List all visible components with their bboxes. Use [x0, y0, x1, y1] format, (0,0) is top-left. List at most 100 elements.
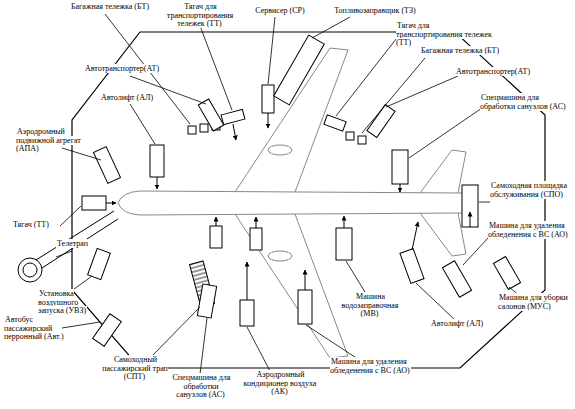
- vehicle-symbol: [150, 145, 164, 177]
- callout-label: Аэродромный подвижной агрегат (АПА): [16, 128, 100, 154]
- service-arrow: [268, 113, 269, 128]
- vehicle-symbol: [298, 290, 312, 324]
- callout-label: Топливозаправщик (ТЗ): [325, 7, 425, 16]
- vehicle-symbol: [198, 99, 223, 131]
- leader-line: [416, 283, 455, 320]
- telescopic-bridge: [42, 219, 118, 268]
- service-arrow: [256, 217, 257, 228]
- vehicle-symbol: [392, 150, 408, 184]
- leader-line: [463, 238, 488, 265]
- vehicle-symbol: [221, 109, 245, 124]
- vehicle-symbol: [88, 248, 111, 279]
- leader-line: [312, 17, 350, 38]
- label-text: Машина водозаправочная (МВ): [341, 292, 398, 318]
- service-arrow: [247, 262, 248, 300]
- vehicle-symbol: [346, 132, 354, 140]
- vehicle-symbol: [274, 35, 325, 105]
- aircraft-outline: [420, 213, 466, 256]
- service-arrow: [470, 212, 471, 227]
- callout-label: Машина водозаправочная (МВ): [334, 293, 406, 319]
- telescopic-bridge: [36, 211, 114, 260]
- telescopic-bridge: [23, 263, 37, 277]
- vehicle-symbol: [262, 85, 274, 113]
- vehicle-symbol: [462, 185, 478, 227]
- vehicle-symbol: [367, 104, 395, 137]
- label-text: Спецмашина для обработки санузлов (АС): [480, 93, 567, 111]
- vehicle-symbol: [493, 257, 520, 290]
- service-arrow: [400, 184, 401, 192]
- callout-label: Автолифт (АЛ): [100, 94, 170, 103]
- leader-line: [56, 14, 520, 374]
- aircraft-outline: [268, 251, 292, 261]
- label-text: Машина для удаления обледенения с ВС (АО…: [488, 221, 569, 239]
- callout-label: Автолифт (АЛ): [430, 320, 494, 329]
- label-text: Автолифт (АЛ): [100, 93, 154, 102]
- callout-label: Тягач для транспортирования тележек (ТТ): [396, 22, 494, 48]
- label-text: Спецмашина для обработки санузлов (АС): [171, 373, 230, 399]
- leader-line: [386, 76, 458, 107]
- apron-boundary: [72, 32, 545, 368]
- vehicle-symbol: [400, 249, 424, 284]
- vehicle-symbol: [200, 124, 208, 132]
- leader-line: [62, 148, 101, 160]
- callout-label: Машина для удаления обледенения с ВС (АО…: [488, 222, 572, 239]
- callout-label: Сервисер (СР): [245, 7, 315, 16]
- apron-boundary: [72, 32, 545, 368]
- callout-label: Тягач (ТТ): [12, 221, 62, 230]
- callout-label: Машина для уборки салонов (МУС): [498, 294, 572, 311]
- vehicle-symbol: [336, 228, 352, 260]
- vehicle-symbol: [250, 228, 262, 250]
- leader-line: [62, 322, 100, 328]
- aircraft-outline: [118, 191, 472, 215]
- service-arrow: [106, 113, 470, 300]
- leader-line: [479, 202, 490, 203]
- label-text: Автобус пассажирский перронный (Авт.): [4, 315, 65, 341]
- label-text: Автотранспортер(АТ): [84, 64, 160, 73]
- callout-label: Багажная тележка (БТ): [420, 47, 524, 56]
- vehicle-symbol: [240, 300, 254, 326]
- vehicle-symbol: [442, 261, 471, 297]
- callout-label: Автотранспортер(АТ): [455, 68, 555, 77]
- leader-line: [150, 307, 200, 358]
- label-text: Машина для уборки салонов (МУС): [498, 293, 568, 311]
- leader-line: [346, 261, 365, 292]
- label-text: Аэродромный кондиционер воздуха (АК): [244, 370, 317, 396]
- label-text: Установка воздушного запуска (УВЗ): [38, 289, 87, 315]
- vehicle-symbol: [93, 147, 120, 184]
- callout-label: Установка воздушного запуска (УВЗ): [38, 290, 104, 316]
- service-arrow: [106, 203, 116, 204]
- callout-label: Спецмашина для обработки санузлов (АС): [480, 94, 568, 111]
- label-text: Сервисер (СР): [254, 6, 305, 15]
- leader-line: [306, 325, 358, 359]
- leader-line: [362, 58, 425, 133]
- label-text: Телетрап: [56, 239, 89, 248]
- leader-line: [268, 17, 275, 84]
- service-arrow: [216, 217, 217, 226]
- service-arrow: [157, 177, 158, 189]
- label-text: Аэродромный подвижной агрегат (АПА): [16, 127, 81, 153]
- leader-line: [336, 34, 400, 116]
- vehicle-symbol: [210, 226, 222, 248]
- callout-label: Самоходный пассажирский трап (СПТ): [95, 356, 175, 382]
- label-text: Самоходный пассажирский трап (СПТ): [102, 355, 168, 381]
- leader-line: [409, 108, 482, 158]
- label-text: Автолифт (АЛ): [430, 319, 484, 328]
- vehicle-symbol: [197, 284, 216, 318]
- vehicle-symbol: [324, 115, 346, 131]
- label-text: Багажная тележка (БТ): [420, 46, 500, 55]
- callout-label: Тягач для транспортирования тележек (ТТ): [158, 3, 242, 29]
- callout-label: Автотранспортер(АТ): [84, 65, 174, 74]
- callout-label: Багажная тележка (БТ): [60, 3, 160, 12]
- telescopic-bridge: [18, 258, 42, 282]
- leader-line: [56, 251, 72, 257]
- service-arrow: [344, 216, 345, 228]
- leader-line: [200, 26, 232, 110]
- vehicle-symbol: [358, 136, 366, 144]
- vehicle-symbol: [82, 35, 521, 346]
- label-text: Тягач (ТТ): [12, 220, 50, 229]
- label-text: Тягач для транспортирования тележек (ТТ): [396, 21, 492, 47]
- label-text: Топливозаправщик (ТЗ): [333, 6, 416, 15]
